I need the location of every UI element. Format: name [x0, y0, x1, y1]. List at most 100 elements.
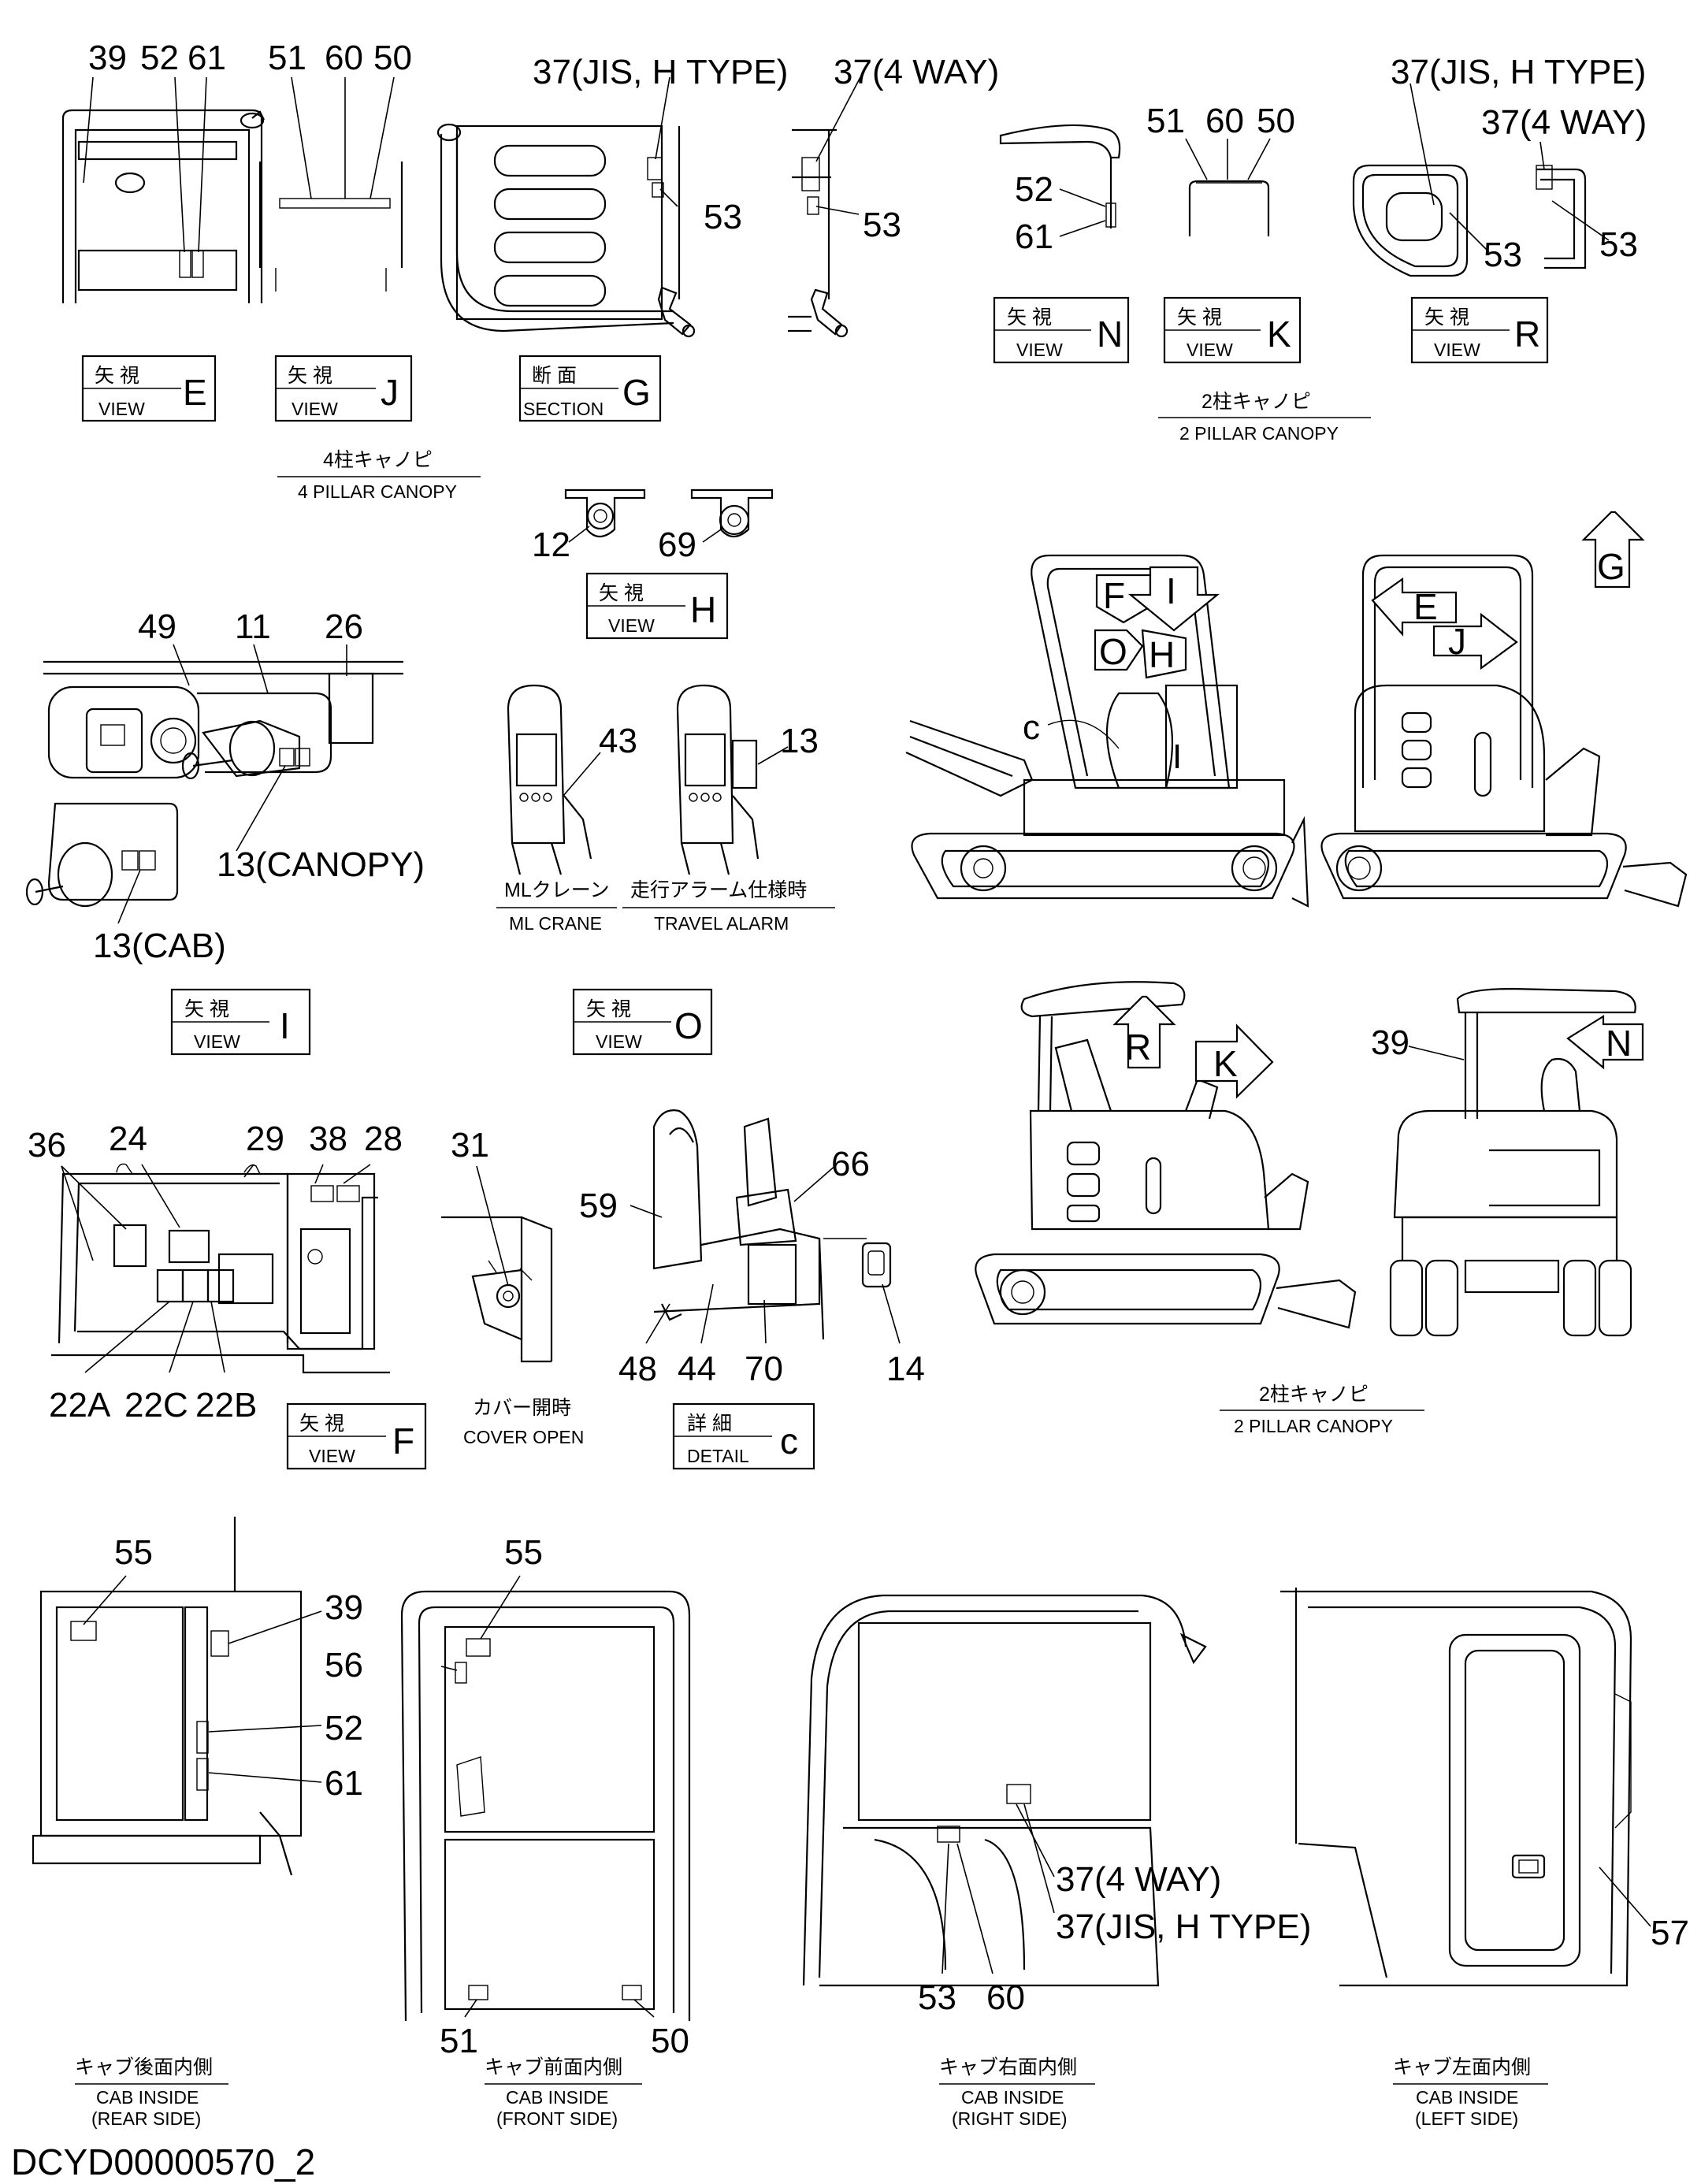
svg-text:G: G: [1597, 546, 1625, 587]
svg-text:R: R: [1125, 1027, 1151, 1068]
callout-61: 61: [1015, 217, 1053, 256]
callout-37-4way: 37(4 WAY): [834, 53, 999, 91]
svg-text:E: E: [1413, 586, 1438, 627]
callout-37-4way: 37(4 WAY): [1056, 1860, 1221, 1899]
svg-text:矢 視: 矢 視: [288, 365, 332, 387]
arrow-n: N: [1566, 1015, 1644, 1070]
callout-61: 61: [325, 1764, 363, 1803]
svg-text:K: K: [1267, 314, 1291, 355]
callout-38: 38: [309, 1120, 347, 1158]
cab-inside-rear-drawing: 55 39 52 61: [32, 1517, 363, 1876]
view-j-drawing: 51 60 50: [258, 39, 412, 292]
svg-text:K: K: [1213, 1043, 1238, 1084]
cab-inside-left-drawing: 57: [1280, 1588, 1689, 1987]
callout-60: 60: [986, 1978, 1025, 2017]
excavator-2-pillar-side-view: [975, 981, 1357, 1329]
callout-52: 52: [140, 39, 179, 77]
callout-59: 59: [579, 1187, 618, 1225]
view-f-drawing: 36 24 29 38 28 22A 22C 22B: [28, 1120, 403, 1424]
callout-60: 60: [1205, 102, 1244, 140]
view-j-label: 矢 視 VIEW J: [274, 355, 413, 422]
callout-55: 55: [504, 1533, 543, 1572]
arrow-f: F: [1095, 574, 1152, 624]
view-n-drawing: 52 61: [999, 124, 1121, 256]
svg-text:キャブ右面内側: キャブ右面内側: [939, 2056, 1077, 2078]
svg-text:H: H: [1149, 634, 1175, 675]
svg-text:(FRONT SIDE): (FRONT SIDE): [496, 2108, 618, 2129]
callout-53: 53: [1484, 236, 1522, 274]
svg-text:(LEFT SIDE): (LEFT SIDE): [1415, 2108, 1518, 2129]
callout-51: 51: [440, 2022, 478, 2060]
callout-37-jis-h-type: 37(JIS, H TYPE): [1056, 1907, 1311, 1946]
caption-cover-open: カバー開時 COVER OPEN: [463, 1397, 584, 1447]
callout-26: 26: [325, 607, 363, 646]
caption-cab-inside-front: キャブ前面内側 CAB INSIDE (FRONT SIDE): [485, 2056, 642, 2129]
arrow-j: J: [1432, 612, 1518, 670]
caption-cab-inside-rear: キャブ後面内側 CAB INSIDE (REAR SIDE): [75, 2056, 228, 2129]
svg-text:断 面: 断 面: [532, 365, 577, 387]
view-i-drawing: 49 11 26 13(CANOPY) 13(CAB): [25, 607, 425, 965]
svg-text:R: R: [1514, 314, 1540, 355]
callout-31: 31: [451, 1126, 489, 1164]
callout-44: 44: [678, 1350, 716, 1388]
caption-cab-inside-right: キャブ右面内側 CAB INSIDE (RIGHT SIDE): [939, 2056, 1095, 2129]
svg-text:H: H: [690, 589, 716, 630]
callout-24: 24: [109, 1120, 147, 1158]
callout-36: 36: [28, 1126, 66, 1164]
section-g-label: 断 面 SECTION G: [518, 355, 662, 422]
view-r-drawing: 37(JIS, H TYPE) 37(4 WAY) 53 53: [1352, 53, 1647, 277]
svg-text:矢 視: 矢 視: [1007, 306, 1052, 329]
svg-text:J: J: [381, 372, 399, 413]
svg-text:CAB INSIDE: CAB INSIDE: [506, 2087, 608, 2108]
callout-57: 57: [1651, 1914, 1689, 1952]
callout-56: 56: [325, 1646, 363, 1684]
svg-text:J: J: [1448, 621, 1466, 662]
view-i-label: 矢 視 VIEW I: [170, 988, 311, 1056]
caption-2-pillar-canopy-mid: 2柱キャノピ 2 PILLAR CANOPY: [1220, 1384, 1424, 1436]
callout-51: 51: [268, 39, 306, 77]
callout-22c: 22C: [124, 1386, 188, 1424]
cab-inside-front-drawing: 55 56 51 50: [325, 1533, 691, 2060]
arrow-o: O: [1094, 629, 1144, 672]
callout-37-4way: 37(4 WAY): [1481, 103, 1647, 142]
callout-51: 51: [1146, 102, 1185, 140]
svg-text:G: G: [622, 372, 651, 413]
callout-39: 39: [325, 1588, 363, 1627]
svg-text:N: N: [1097, 314, 1123, 355]
svg-text:カバー開時: カバー開時: [473, 1397, 571, 1419]
caption-4-pillar-canopy: 4柱キャノピ 4 PILLAR CANOPY: [277, 449, 481, 502]
callout-52: 52: [1015, 170, 1053, 209]
callout-53: 53: [1599, 225, 1638, 264]
callout-29: 29: [246, 1120, 284, 1158]
svg-text:F: F: [392, 1421, 414, 1462]
svg-text:I: I: [280, 1005, 290, 1046]
svg-text:N: N: [1606, 1023, 1632, 1064]
svg-text:E: E: [183, 372, 207, 413]
marker-c: c: [1023, 708, 1040, 747]
view-o-drawing: 43 13: [507, 684, 819, 875]
arrow-e: E: [1371, 577, 1458, 637]
svg-text:COVER OPEN: COVER OPEN: [463, 1427, 584, 1447]
svg-text:VIEW: VIEW: [98, 399, 145, 419]
callout-49: 49: [138, 607, 176, 646]
svg-text:2 PILLAR CANOPY: 2 PILLAR CANOPY: [1234, 1416, 1393, 1436]
svg-text:VIEW: VIEW: [292, 399, 338, 419]
svg-text:矢 視: 矢 視: [1424, 306, 1469, 329]
svg-text:4柱キャノピ: 4柱キャノピ: [323, 449, 433, 471]
arrow-h: H: [1141, 629, 1187, 679]
caption-2-pillar-canopy-top: 2柱キャノピ 2 PILLAR CANOPY: [1158, 391, 1371, 444]
view-e-label: 矢 視 VIEW E: [81, 355, 217, 422]
arrow-i: I: [1127, 566, 1220, 632]
view-n-label: 矢 視 VIEW N: [993, 296, 1130, 364]
section-g-4way-drawing: 37(4 WAY) 53: [788, 53, 999, 338]
svg-text:詳 細: 詳 細: [687, 1413, 732, 1435]
view-k-drawing: 51 60 50: [1146, 102, 1295, 236]
callout-37-jis-h-type: 37(JIS, H TYPE): [533, 53, 788, 91]
svg-text:DETAIL: DETAIL: [687, 1446, 749, 1466]
arrow-r: R: [1112, 995, 1176, 1069]
callout-39: 39: [1371, 1023, 1409, 1062]
svg-text:VIEW: VIEW: [1187, 340, 1233, 360]
detail-c-drawing: 59 66 48 44 70 14: [579, 1109, 925, 1388]
cover-open-drawing: 31: [441, 1126, 553, 1363]
svg-text:矢 視: 矢 視: [184, 998, 229, 1020]
